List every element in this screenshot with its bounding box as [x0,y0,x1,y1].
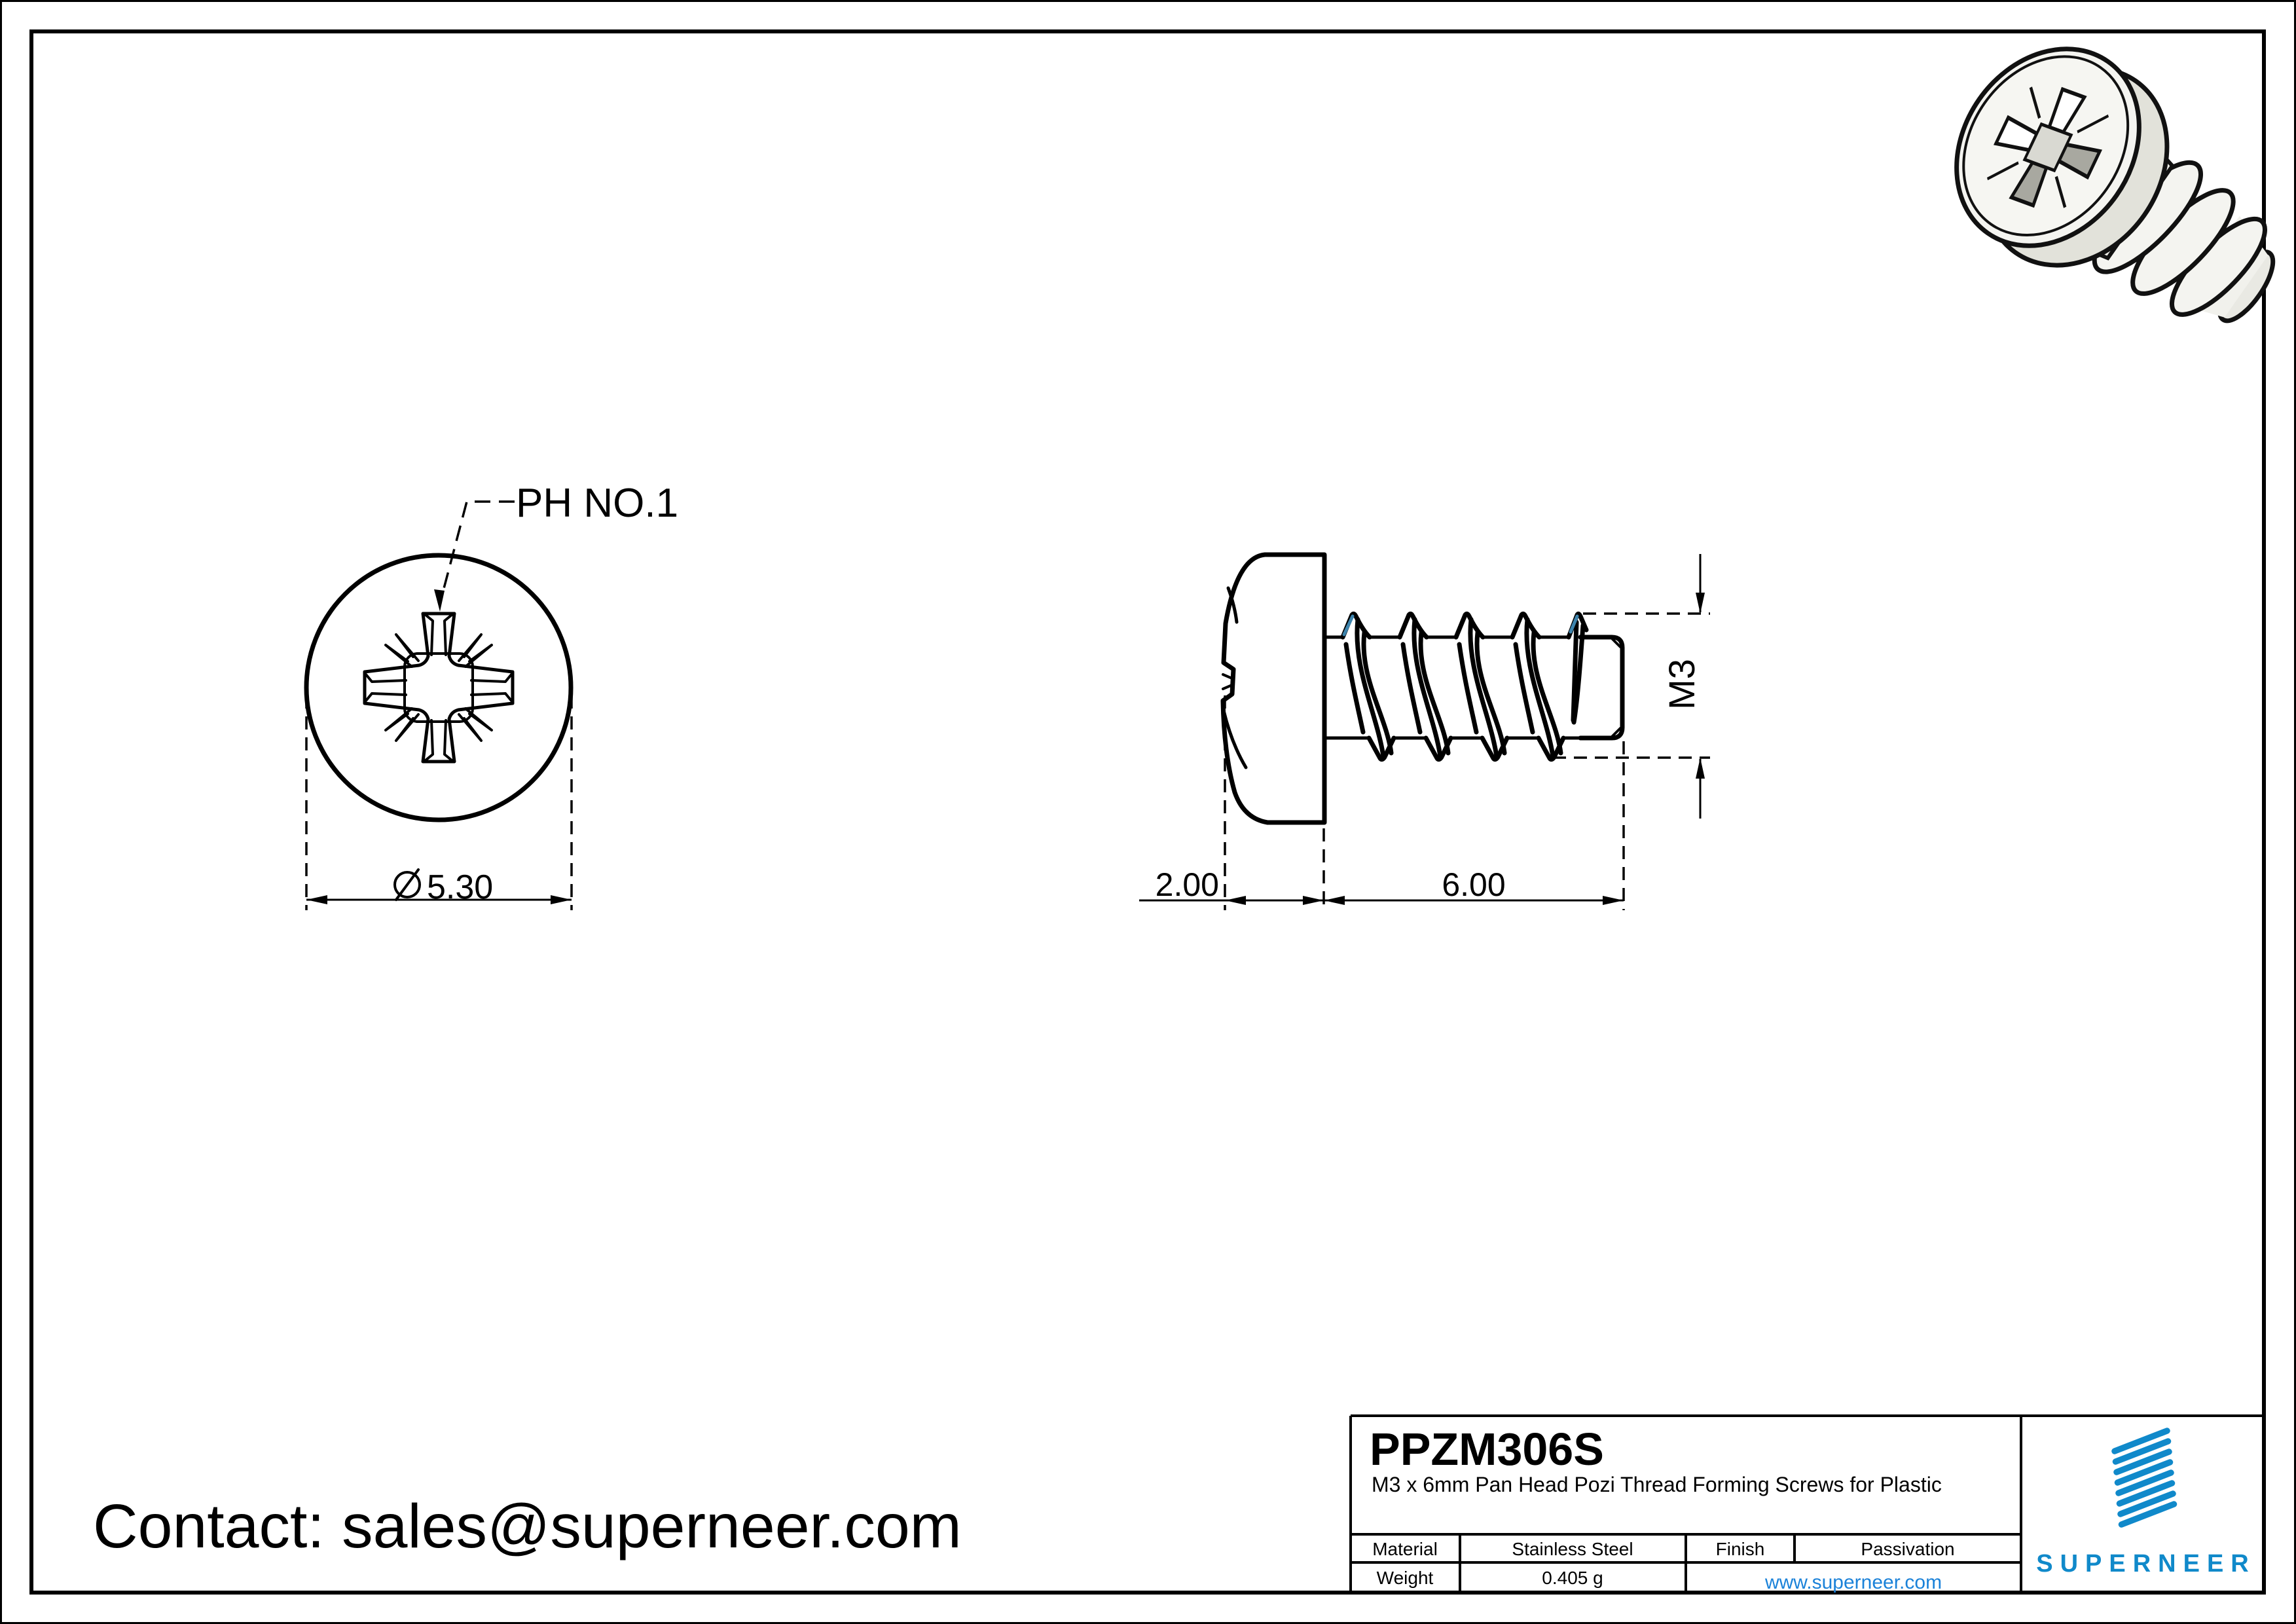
finish-value: Passivation [1861,1539,1954,1559]
dim-arrowhead-icon [551,895,572,904]
sheet-inner-frame [29,29,2266,1595]
thread-length-dim: 6.00 [1442,866,1505,903]
leader-line [441,500,515,594]
material-label: Material [1372,1539,1438,1559]
part-description: M3 x 6mm Pan Head Pozi Thread Forming Sc… [1372,1473,1942,1496]
contact-email-link[interactable]: Contact: sales@superneer.com [93,1492,962,1561]
tip-chamfer-line [1609,636,1622,648]
thread-size-dim: M3 [1661,659,1702,710]
part-number: PPZM306S [1370,1424,1604,1475]
head-thickness-dim: 2.00 [1156,866,1219,903]
tip-chamfer-line [1609,727,1622,739]
material-value: Stainless Steel [1512,1539,1633,1559]
recess-lip-line [1222,684,1233,690]
leader-arrowhead-icon [434,589,445,612]
screw-tip-outline [1578,635,1625,741]
dim-arrowhead-icon [1324,896,1345,905]
pozi-outer-cross [363,612,515,764]
pozi-slot-line [365,673,407,683]
dim-arrowhead-icon [1603,896,1624,905]
pozi-slot-line [470,673,513,683]
pozi-slot-line [424,719,434,762]
pozi-slot-line [365,692,407,702]
superneer-logo-stripes-icon [2111,1428,2178,1528]
thread-highlight [1342,614,1355,637]
pozi-slot-line [424,614,434,656]
finish-label: Finish [1716,1539,1765,1559]
pozi-wings [384,633,493,742]
pozi-slot-line [443,719,453,762]
dim-arrowhead-icon [1303,896,1324,905]
screw-3d-render [1954,46,2276,323]
front-view: PH NO.1 5.30 [304,481,678,910]
drive-type-label: PH NO.1 [516,481,678,526]
head-diameter-dim: 5.30 [427,868,493,906]
dim-arrowhead-icon [1696,593,1705,614]
website-link[interactable]: www.superneer.com [1764,1572,1942,1593]
title-block-grid [1349,1414,2264,1593]
diameter-symbol-icon [393,868,421,901]
head-circle [304,553,574,822]
weight-label: Weight [1377,1568,1434,1588]
brand-name: SUPERNEER [2036,1550,2256,1578]
dim-arrowhead-icon [1696,758,1705,779]
weight-value: 0.405 g [1542,1568,1603,1588]
recess-mark [1226,586,1239,624]
pozi-slot-line [443,614,453,656]
thread-highlight [1569,614,1579,634]
side-view: 2.00 6.00 M3 [1139,552,1710,910]
dim-arrowhead-icon [1225,896,1246,905]
pozi-slot-line [470,692,513,702]
dim-arrowhead-icon [306,895,327,904]
pozi-center-square [403,652,474,723]
thread-root-lines [1323,635,1582,740]
recess-lip-line [1222,673,1233,680]
title-block: PPZM306S M3 x 6mm Pan Head Pozi Thread F… [1349,1414,2264,1593]
